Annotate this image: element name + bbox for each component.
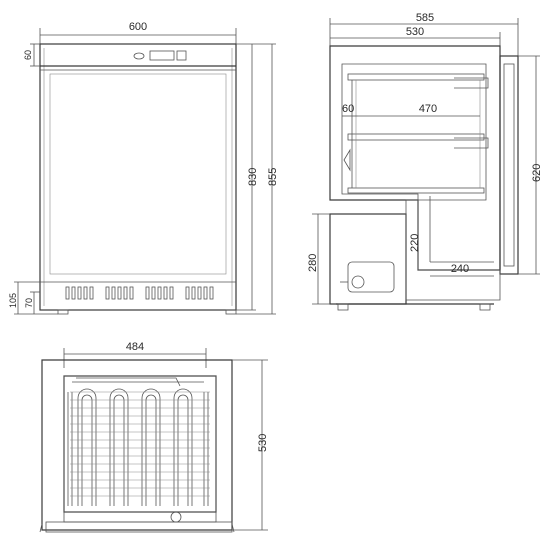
shelf-depth-label: 470 (419, 103, 437, 115)
top-panel-dimension: 60 (23, 43, 40, 67)
top-insulation-section (41, 359, 233, 531)
front-width-dimension: 600 (39, 21, 237, 44)
top-depth-label: 530 (257, 434, 269, 452)
side-foot-front (337, 303, 349, 311)
door-section (499, 55, 519, 275)
shelf-offset-label: 60 (342, 103, 354, 115)
side-view: 585 530 60 470 (307, 12, 543, 311)
shelves (343, 73, 489, 194)
top-width-label: 484 (126, 341, 144, 353)
bay-height-label: 220 (409, 234, 421, 252)
base-height-label: 280 (307, 254, 319, 272)
top-width-dimension: 484 (63, 341, 207, 368)
top-view: 484 (39, 341, 269, 533)
depth-body-label: 530 (406, 26, 424, 38)
top-door (39, 511, 235, 533)
front-width-label: 600 (129, 21, 147, 33)
top-panel-label: 60 (23, 50, 33, 60)
side-depth-dimensions: 585 530 (329, 12, 519, 56)
front-view: 600 (8, 21, 279, 315)
leg-dimensions: 105 70 (8, 281, 58, 315)
base-height-dimension: 280 (307, 213, 330, 305)
bay-depth-label: 240 (451, 263, 469, 275)
compressor-bay: 220 240 (329, 196, 501, 305)
shelf-dimensions: 60 470 (342, 103, 480, 117)
door-hinge-icon (170, 511, 182, 523)
door-height-dimension: 620 (518, 55, 543, 275)
control-button (176, 50, 187, 61)
door-height-label: 620 (531, 164, 543, 182)
total-height-label: 855 (267, 168, 279, 186)
top-depth-dimension: 530 (232, 359, 269, 531)
power-switch-icon (133, 52, 145, 60)
control-panel (40, 50, 236, 71)
kick-plate (40, 281, 236, 300)
inner-liner (341, 63, 487, 201)
side-foot-rear (479, 303, 491, 311)
depth-total-label: 585 (416, 12, 434, 24)
compressor-icon (347, 261, 395, 293)
height-dimensions: 830 855 (236, 43, 279, 315)
body-height-label: 830 (247, 168, 259, 186)
foot-right (225, 309, 237, 315)
inner-compartment (63, 375, 217, 513)
foot-left (57, 309, 69, 315)
evaporator-coil (67, 377, 209, 506)
door-panel (49, 73, 227, 275)
cabinet-outline (39, 43, 237, 311)
display-window (149, 50, 175, 61)
leg-height-label: 105 (8, 293, 18, 308)
kick-height-label: 70 (24, 298, 34, 308)
